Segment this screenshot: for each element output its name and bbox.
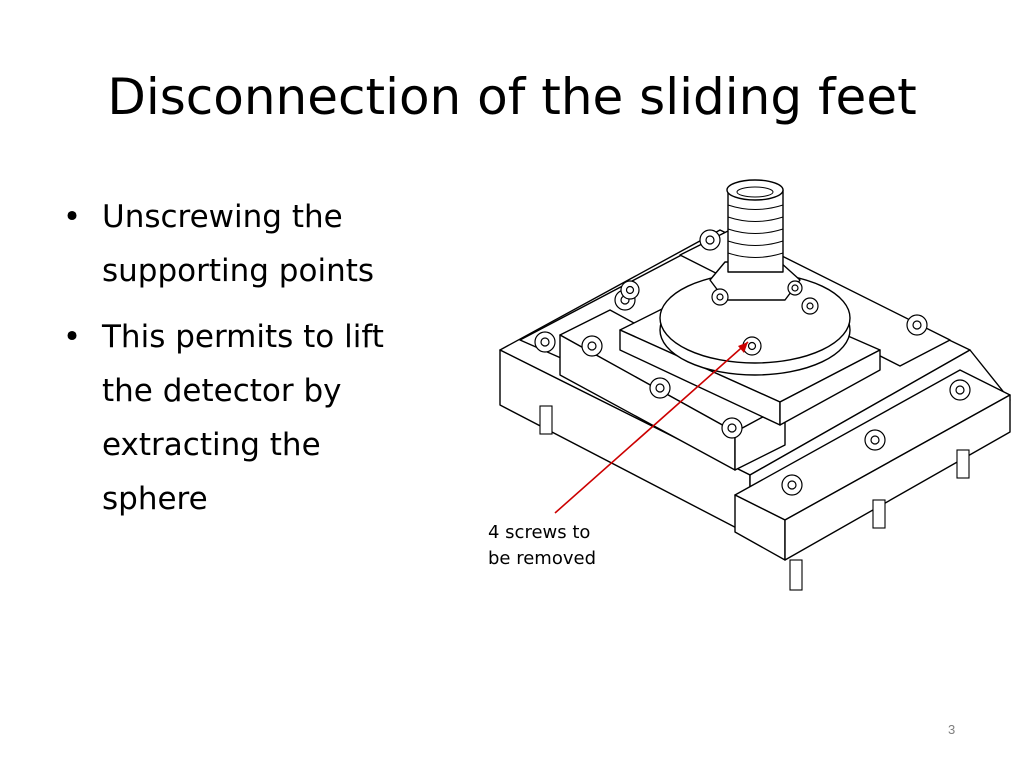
screw-icon — [534, 229, 971, 496]
bullet-item: • Unscrewing the supporting points — [62, 190, 432, 298]
page-number: 3 — [948, 722, 956, 737]
callout-arrow — [554, 341, 749, 514]
bolt-foot — [789, 559, 803, 591]
bullet-text: This permits to lift the detector by ext… — [102, 319, 384, 517]
slide-title: Disconnection of the sliding feet — [107, 68, 917, 126]
rail-right-front — [784, 394, 1011, 561]
bullet-item: • This permits to lift the detector by e… — [62, 310, 432, 526]
bullet-text: Unscrewing the supporting points — [102, 199, 375, 289]
bullet-list: • Unscrewing the supporting points • Thi… — [62, 190, 432, 538]
bullet-icon: • — [62, 319, 82, 355]
bullet-icon: • — [62, 199, 82, 235]
screws-callout: 4 screws to be removed — [488, 522, 596, 569]
center-block-front — [779, 349, 881, 426]
bolt-foot — [956, 449, 970, 479]
callout-arrowhead — [738, 342, 748, 353]
bolt-foot — [539, 405, 553, 435]
bolt-foot — [872, 499, 886, 529]
sliding-foot-drawing — [499, 179, 1011, 591]
